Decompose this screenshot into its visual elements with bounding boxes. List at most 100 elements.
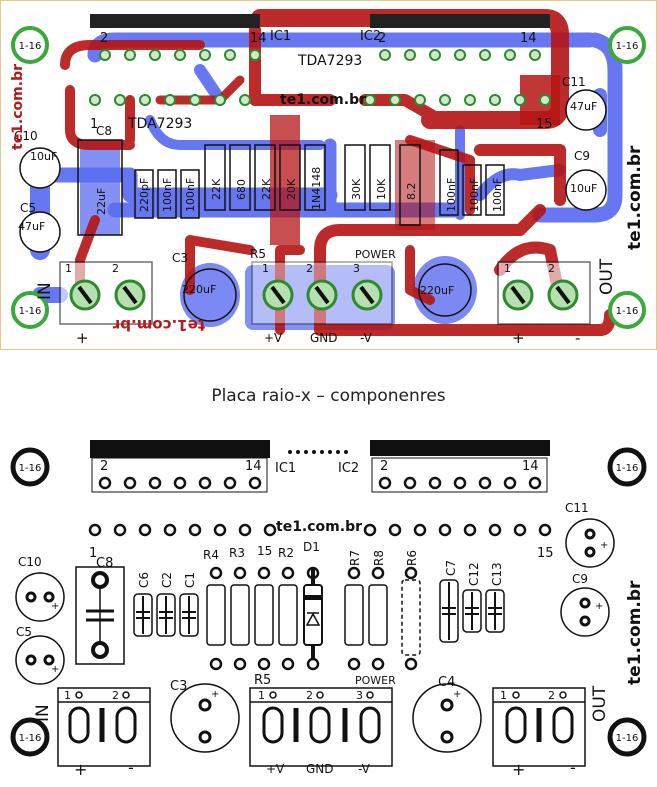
power-label-layout: POWER [355, 674, 396, 687]
out-label-layout: OUT [590, 685, 610, 722]
ic1-label: IC1 [270, 29, 291, 44]
v-plus-label: +V [264, 331, 283, 345]
v-plus-label-layout: +V [266, 762, 285, 776]
in-label-layout: IN [33, 704, 53, 722]
r3-label-layout: R3 [229, 546, 245, 560]
ic1-pin-last: 14 [250, 31, 267, 46]
c6-value: 220pF [138, 178, 151, 212]
c7-value: 100nF [445, 178, 458, 212]
r7-value: 30K [350, 178, 363, 200]
ic-pin-left: 1 [90, 117, 98, 132]
r4-value: 22K [210, 178, 223, 200]
c13-label-layout: C13 [490, 562, 504, 586]
c9-label: C9 [574, 149, 590, 163]
pwr-pin1-layout: 1 [258, 689, 265, 702]
c3-value: 220uF [182, 283, 216, 296]
in-plus-layout: + [74, 760, 87, 779]
ic-pin-right-layout: 15 [537, 546, 554, 561]
ic1-pins-top [89, 49, 261, 106]
in-pin1-layout: 1 [64, 689, 71, 702]
mounting-holes-top [11, 26, 646, 329]
c3-label-layout: C3 [170, 679, 187, 694]
pcb-top-view: 1-16 1-16 1-16 1-16 2 14 IC1 IC2 2 14 TD… [0, 0, 657, 350]
d1-label-layout: D1 [303, 540, 320, 554]
c1-value: 100nF [184, 178, 197, 212]
r3-value: 680 [235, 179, 248, 200]
c4-value: 220uF [420, 284, 454, 297]
out-pin1-layout: 1 [500, 689, 507, 702]
site-watermark-right: te1.com.br [625, 145, 645, 250]
c11-label-layout: C11 [565, 501, 589, 515]
c9-value: 10uF [570, 182, 597, 195]
in-pin2-layout: 2 [112, 689, 119, 702]
r6-label-layout: R6 [405, 550, 419, 566]
r15-label-layout: 15 [257, 544, 272, 558]
r7-label-layout: R7 [348, 550, 362, 566]
hole-label: 1-16 [19, 41, 42, 52]
c5-label-layout: C5 [16, 625, 32, 639]
c5-label: C5 [20, 201, 36, 215]
site-watermark-layout: te1.com.br [276, 519, 362, 535]
r2-value: 20K [285, 178, 298, 200]
c8-value: 22uF [95, 188, 108, 215]
hole-label: 1-16 [616, 463, 639, 474]
hole-label: 1-16 [19, 306, 42, 317]
c2-value: 100nF [161, 178, 174, 212]
site-watermark: te1.com.br [280, 92, 366, 108]
pwr-pin3: 3 [353, 262, 360, 275]
pwr-pin3-layout: 3 [356, 689, 363, 702]
c10-value: 10uF [30, 150, 57, 163]
r15-value: 22K [260, 178, 273, 200]
hole-label: 1-16 [616, 306, 639, 317]
ic2-pins-top [364, 49, 551, 106]
site-watermark-left: te1.com.br [10, 64, 26, 150]
out-plus-layout: + [512, 760, 525, 779]
in-minus-layout: - [128, 758, 134, 777]
r4-label-layout: R4 [203, 548, 219, 562]
ic-pin-right: 15 [536, 117, 553, 132]
c12-value: 100nF [468, 178, 481, 212]
in-pin2: 2 [112, 262, 119, 275]
ic1-pin-last-layout: 14 [245, 459, 262, 474]
r2-label-layout: R2 [278, 546, 294, 560]
c10-label-layout: C10 [18, 555, 42, 569]
ic2-label-layout: IC2 [338, 461, 359, 476]
c7-label-layout: C7 [444, 560, 458, 576]
out-minus-layout: - [570, 758, 576, 777]
site-watermark-mirrored: te1.com.br [112, 316, 205, 334]
c8-label-layout: C8 [96, 556, 113, 571]
gnd-label: GND [310, 331, 338, 345]
out-label: OUT [597, 258, 617, 295]
out-pin1: 1 [504, 262, 511, 275]
c9-label-layout: C9 [572, 572, 588, 586]
ic2-pin-last: 14 [520, 31, 537, 46]
v-minus-label: -V [360, 331, 373, 345]
ic2-pin-first-layout: 2 [380, 459, 388, 474]
hole-label: 1-16 [19, 463, 42, 474]
ic1-pin-first-layout: 2 [100, 459, 108, 474]
c10-label: C10 [14, 129, 38, 143]
r8-value: 10K [375, 178, 388, 200]
c2-label-layout: C2 [160, 572, 174, 588]
hole-label: 1-16 [616, 733, 639, 744]
site-watermark-layout-right: te1.com.br [625, 580, 645, 685]
gnd-label-layout: GND [306, 762, 334, 776]
c11-label: C11 [562, 75, 586, 89]
out-pin2-layout: 2 [548, 689, 555, 702]
ic-pin-left-layout: 1 [89, 546, 97, 561]
power-label: POWER [355, 248, 396, 261]
ic2-pin-first: 2 [378, 31, 386, 46]
r5-label-layout: R5 [254, 673, 271, 688]
pwr-pin2: 2 [306, 262, 313, 275]
out-pin2: 2 [548, 262, 555, 275]
ic1-pin-first: 2 [100, 31, 108, 46]
in-label: IN [35, 282, 55, 300]
c5-value: 47uF [18, 220, 45, 233]
r8-label-layout: R8 [372, 550, 386, 566]
in-pin1: 1 [65, 262, 72, 275]
ic1-label-layout: IC1 [275, 461, 296, 476]
ic2-chip: TDA7293 [127, 116, 192, 132]
ic2-label: IC2 [360, 29, 381, 44]
v-minus-label-layout: -V [358, 762, 371, 776]
c6-label-layout: C6 [137, 572, 151, 588]
